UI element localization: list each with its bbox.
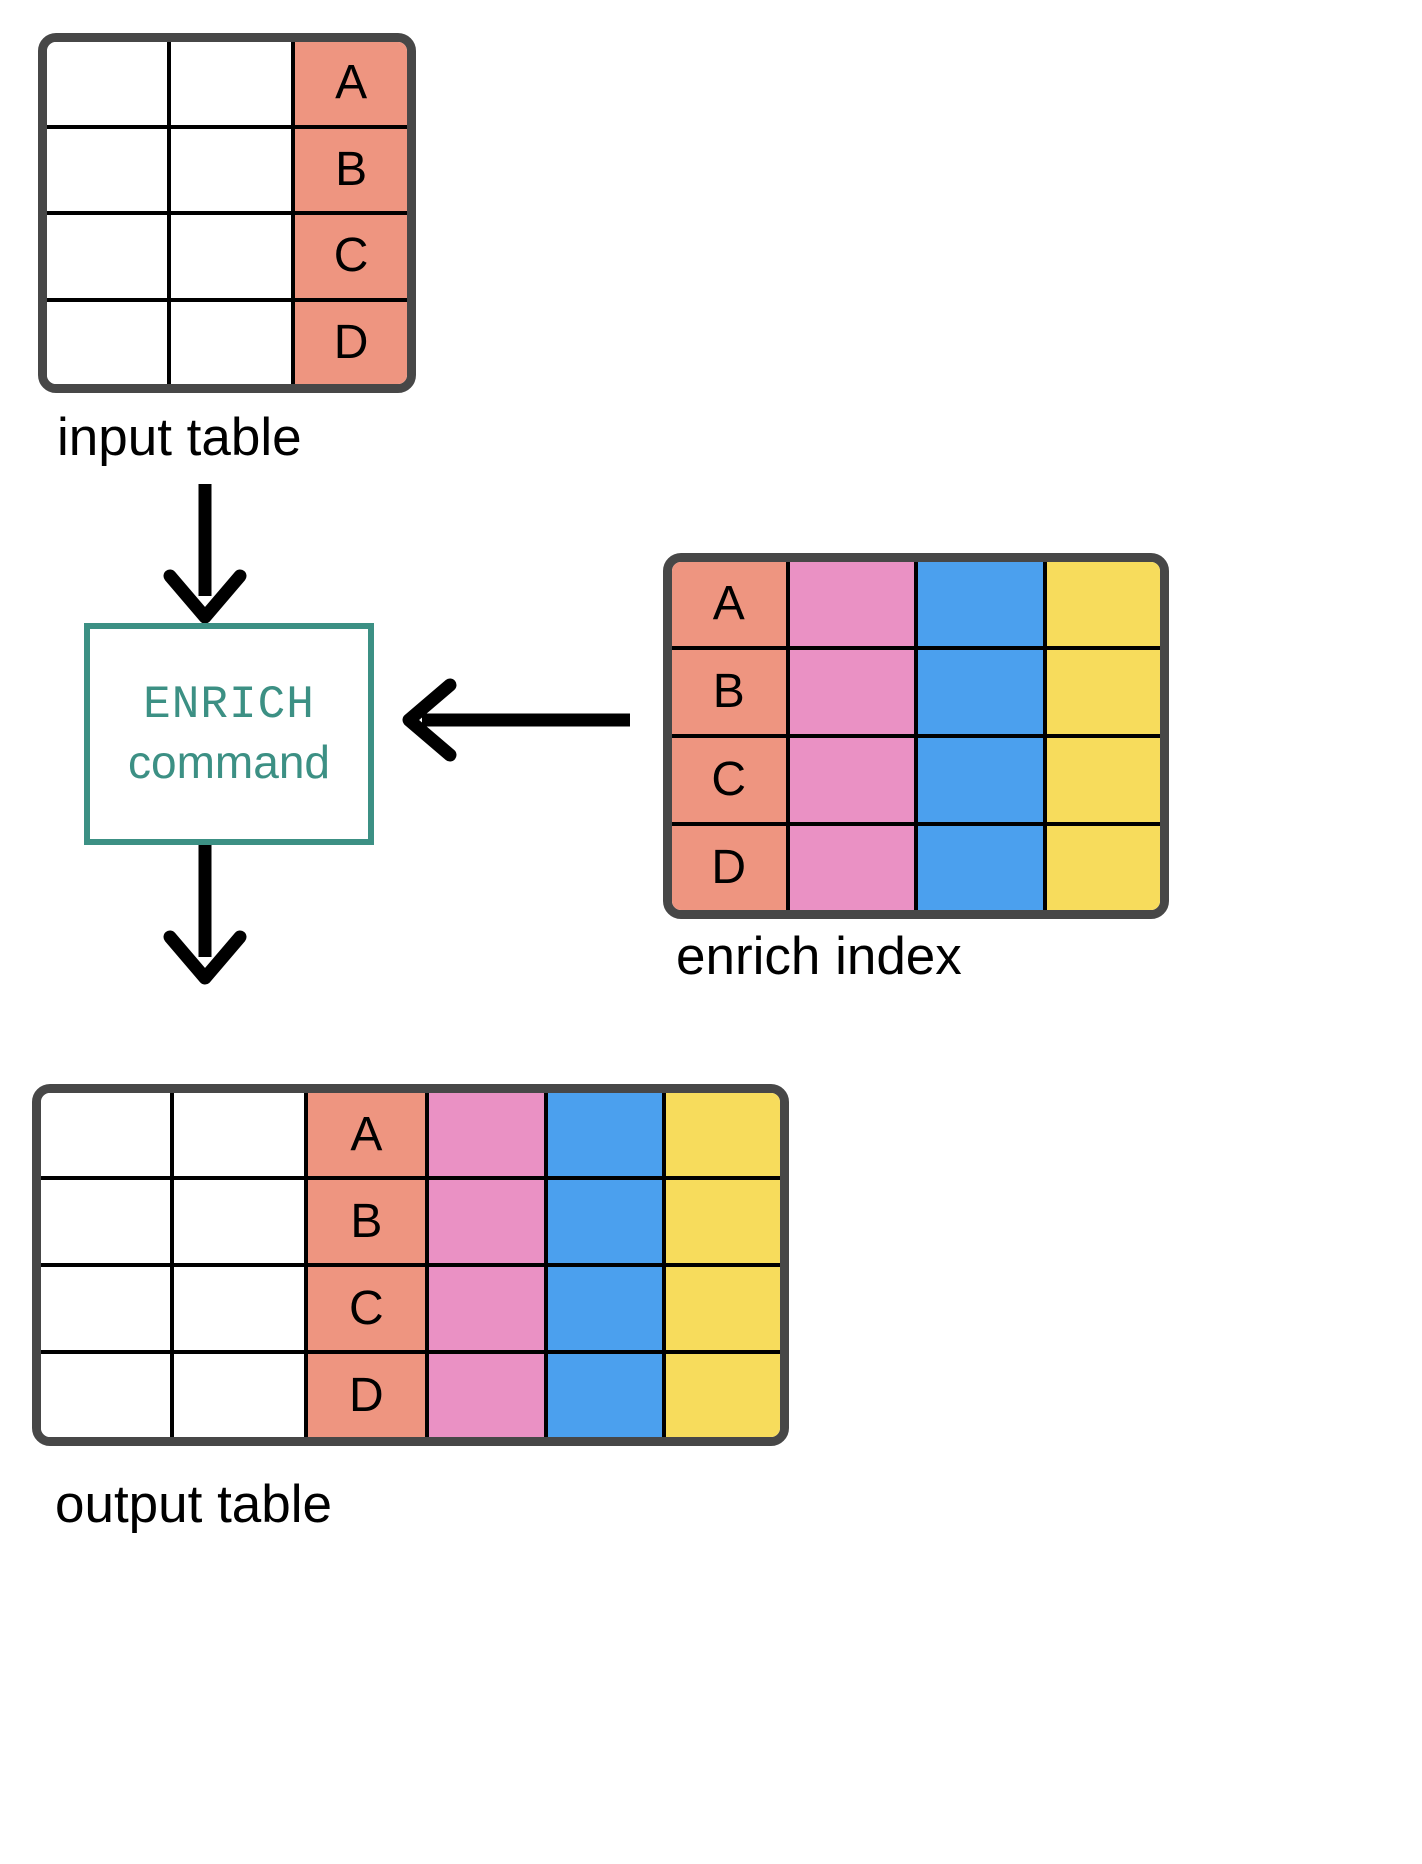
table-row: B [41, 1176, 780, 1263]
table-row: A [672, 562, 1160, 646]
enrich-index-caption: enrich index [676, 927, 962, 986]
arrow-left-index-to-command-icon [402, 678, 630, 762]
output-cell-r3c5 [661, 1354, 780, 1437]
output-cell-r2c5 [661, 1267, 780, 1350]
input-cell-r1c2: B [291, 128, 407, 211]
index-cell-r3c0: D [672, 826, 786, 910]
arrow-down-command-to-output-icon [163, 845, 247, 985]
table-row: B [672, 646, 1160, 734]
output-cell-r3c0 [41, 1354, 171, 1437]
index-cell-r1c3 [1042, 650, 1160, 734]
index-cell-r0c2 [914, 562, 1043, 646]
input-cell-r2c1 [167, 215, 292, 298]
output-cell-r2c2: C [303, 1267, 426, 1350]
index-cell-r2c3 [1042, 738, 1160, 822]
index-cell-r3c3 [1042, 826, 1160, 910]
table-row: B [47, 124, 407, 211]
input-cell-r2c0 [47, 215, 168, 298]
output-table-caption: output table [55, 1475, 333, 1534]
output-cell-r2c0 [41, 1267, 171, 1350]
enrich-command-box[interactable]: ENRICH command [84, 623, 374, 845]
output-cell-r3c2: D [303, 1354, 426, 1437]
index-cell-r0c3 [1042, 562, 1160, 646]
output-cell-r0c2: A [303, 1093, 426, 1176]
table-row: D [672, 822, 1160, 910]
table-row: D [47, 297, 407, 384]
table-row: C [47, 211, 407, 298]
enrich-command-keyword: ENRICH [143, 678, 315, 731]
output-cell-r0c0 [41, 1093, 171, 1176]
index-cell-r0c1 [785, 562, 914, 646]
output-cell-r1c3 [425, 1180, 544, 1263]
input-table: A B C D [38, 33, 416, 393]
input-table-caption: input table [57, 408, 302, 467]
index-cell-r2c2 [914, 738, 1043, 822]
output-cell-r1c2: B [303, 1180, 426, 1263]
output-cell-r0c4 [543, 1093, 662, 1176]
index-cell-r0c0: A [672, 562, 786, 646]
input-cell-r3c2: D [291, 301, 407, 384]
enrich-command-label: command [128, 736, 330, 788]
arrow-down-input-to-command-icon [163, 484, 247, 624]
input-cell-r3c1 [167, 301, 292, 384]
output-table: A B C D [32, 1084, 789, 1446]
index-cell-r3c2 [914, 826, 1043, 910]
output-cell-r1c0 [41, 1180, 171, 1263]
output-cell-r3c4 [543, 1354, 662, 1437]
table-row: A [41, 1093, 780, 1176]
table-row: C [41, 1263, 780, 1350]
output-cell-r0c5 [661, 1093, 780, 1176]
table-row: A [47, 42, 407, 125]
table-row: C [672, 734, 1160, 822]
input-cell-r1c1 [167, 128, 292, 211]
output-cell-r3c1 [170, 1354, 304, 1437]
output-cell-r1c5 [661, 1180, 780, 1263]
output-cell-r1c4 [543, 1180, 662, 1263]
output-cell-r2c4 [543, 1267, 662, 1350]
output-cell-r1c1 [170, 1180, 304, 1263]
index-cell-r2c1 [785, 738, 914, 822]
index-cell-r1c1 [785, 650, 914, 734]
output-cell-r3c3 [425, 1354, 544, 1437]
input-cell-r1c0 [47, 128, 168, 211]
index-cell-r2c0: C [672, 738, 786, 822]
output-cell-r2c1 [170, 1267, 304, 1350]
input-cell-r0c2: A [291, 42, 407, 125]
index-cell-r1c2 [914, 650, 1043, 734]
enrich-index-table: A B C D [663, 553, 1169, 919]
index-cell-r3c1 [785, 826, 914, 910]
input-cell-r0c0 [47, 42, 168, 125]
table-row: D [41, 1350, 780, 1437]
input-cell-r2c2: C [291, 215, 407, 298]
output-cell-r0c3 [425, 1093, 544, 1176]
index-cell-r1c0: B [672, 650, 786, 734]
input-cell-r0c1 [167, 42, 292, 125]
output-cell-r2c3 [425, 1267, 544, 1350]
input-cell-r3c0 [47, 301, 168, 384]
output-cell-r0c1 [170, 1093, 304, 1176]
